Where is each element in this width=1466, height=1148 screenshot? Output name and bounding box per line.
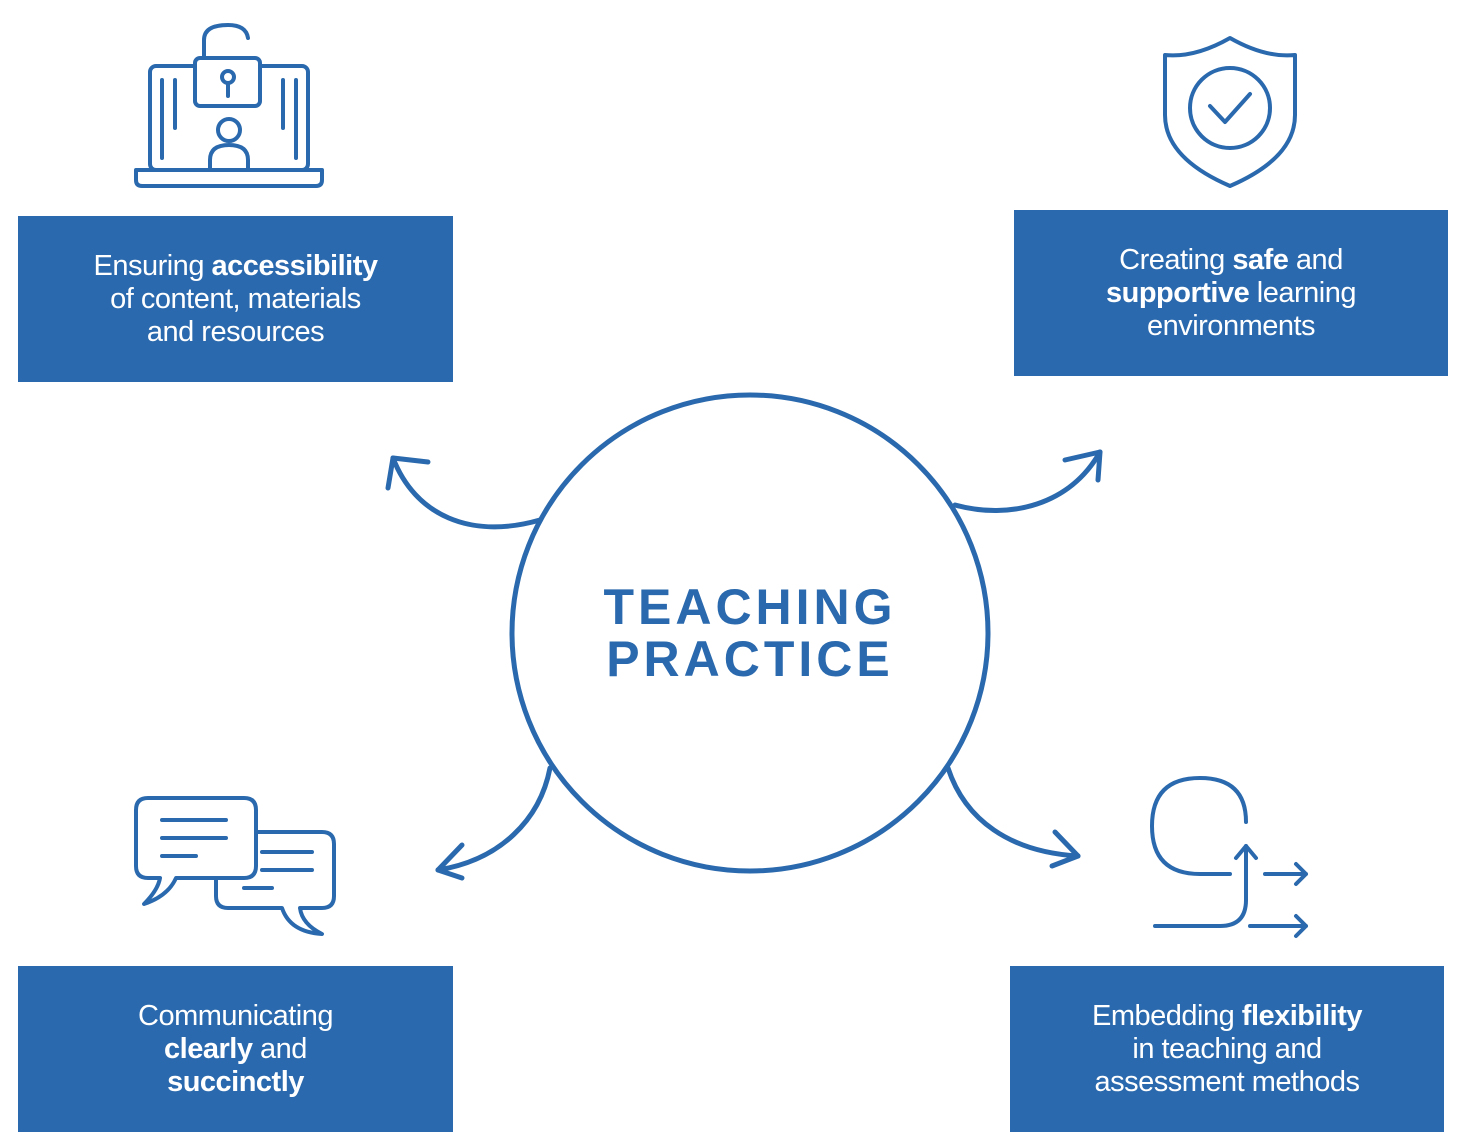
accessibility-box: Ensuring accessibility of content, mater… [18, 216, 453, 382]
safe-supportive-box: Creating safe and supportive learning en… [1014, 210, 1448, 376]
accessibility-keyword: accessibility [211, 249, 379, 282]
communicating-box-text: Communicating clearly and succinctly [138, 1000, 333, 1099]
shield-check-icon [1163, 36, 1297, 188]
communicating-line1: Communicating [138, 999, 333, 1032]
safe-supportive-line3: environments [1146, 309, 1316, 342]
loop-arrows-icon [1150, 776, 1308, 938]
center-title: TEACHING PRACTICE [512, 395, 988, 871]
flexibility-line1: Embedding flexibility [1092, 1000, 1362, 1033]
flexibility-box-text: Embedding flexibility in teaching and as… [1092, 1000, 1362, 1099]
arrow-bottom-right [945, 765, 1081, 869]
communicating-line3: succinctly [167, 1066, 304, 1099]
succinctly-keyword: succinctly [167, 1065, 304, 1098]
communicating-line2-post: and [252, 1032, 307, 1065]
arrow-bottom-left [435, 765, 553, 881]
arrow-top-left [385, 455, 543, 530]
safe-keyword: safe [1232, 243, 1289, 276]
accessibility-line3: and resources [146, 315, 325, 348]
center-title-line2: PRACTICE [606, 631, 894, 687]
supportive-line2-post: learning [1249, 276, 1357, 309]
safe-line1-pre: Creating [1119, 243, 1233, 276]
safe-line1-post: and [1288, 243, 1343, 276]
safe-supportive-box-text: Creating safe and supportive learning en… [1106, 244, 1356, 343]
accessibility-line1-pre: Ensuring [93, 249, 212, 282]
supportive-keyword: supportive [1106, 276, 1250, 309]
center-circle [509, 392, 991, 874]
accessibility-line1: Ensuring accessibility [93, 249, 379, 283]
accessibility-box-text: Ensuring accessibility of content, mater… [93, 249, 379, 349]
center-title-line1: TEACHING [603, 579, 897, 635]
communicating-line2: clearly and [164, 1033, 307, 1066]
arrow-top-right [952, 449, 1103, 513]
safe-supportive-line1: Creating safe and [1119, 244, 1343, 277]
flexibility-line3: assessment methods [1094, 1065, 1360, 1098]
flexibility-box: Embedding flexibility in teaching and as… [1010, 966, 1444, 1132]
communicating-box: Communicating clearly and succinctly [18, 966, 453, 1132]
flexibility-line2: in teaching and [1132, 1032, 1322, 1065]
laptop-lock-user-icon [134, 23, 324, 188]
safe-supportive-line2: supportive learning [1106, 277, 1356, 310]
chat-bubbles-icon [134, 796, 336, 936]
accessibility-line2: of content, materials [110, 282, 361, 315]
flexibility-keyword: flexibility [1241, 999, 1363, 1032]
flexibility-line1-pre: Embedding [1092, 999, 1242, 1032]
clearly-keyword: clearly [164, 1032, 253, 1065]
